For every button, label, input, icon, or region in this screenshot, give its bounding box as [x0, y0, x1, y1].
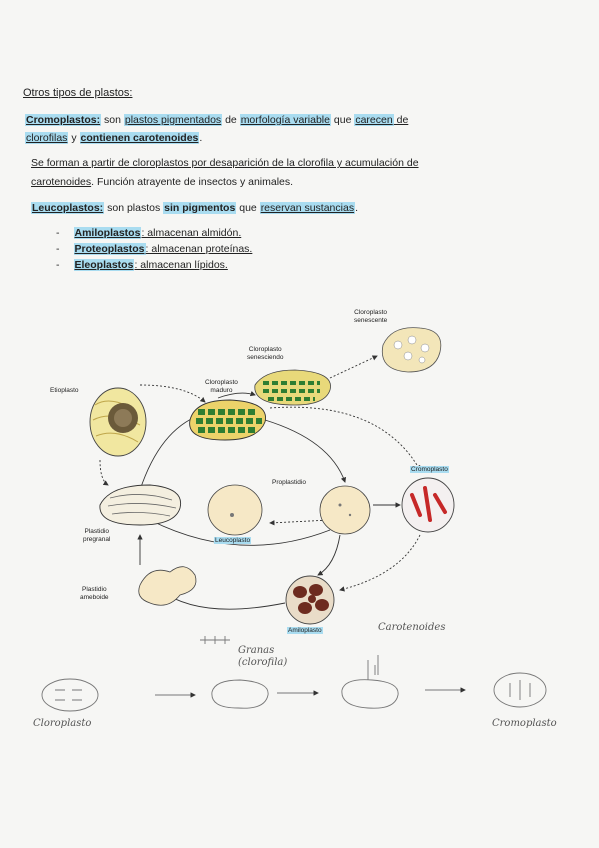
arrow-maduro-cromoplasto	[269, 406, 421, 471]
label-line: ameboide	[80, 594, 109, 601]
amyloplast-icon	[285, 575, 335, 625]
label-line: Cloroplasto	[205, 379, 238, 386]
label-line: Cloroplasto	[354, 309, 388, 316]
text-fragment: carecen	[354, 114, 394, 126]
bullet-dash: -	[56, 243, 60, 255]
label-senesciendo: Cloroplasto senesciendo	[247, 346, 284, 362]
label-text: Amiloplasto	[287, 627, 323, 634]
arrow-etioplasto-pregranal	[99, 459, 109, 486]
section-title: Otros tipos de plastos:	[23, 87, 133, 99]
bullet-text: : almacenan proteínas.	[145, 243, 253, 255]
hw-cloroplasto: Cloroplasto	[33, 718, 92, 729]
bullet-dash: -	[56, 227, 60, 239]
label-cromoplasto: Cromoplasto	[410, 466, 449, 474]
arrow-maduro-proplastidio	[264, 419, 347, 483]
senescing-chloroplast-icon	[254, 369, 331, 406]
label-proplastidio: Proplastidio	[272, 479, 306, 486]
hand-sketches	[41, 636, 547, 712]
label-etioplasto: Etioplasto	[50, 387, 79, 394]
etioplast-icon	[89, 387, 147, 457]
text-fragment: carotenoides	[31, 176, 92, 188]
list-item: - Eleoplastos: almacenan lípidos.	[56, 257, 252, 273]
arrow-senesciendo-senescente	[329, 355, 378, 379]
text-fragment: . Función atrayente de insectos y animal…	[91, 176, 294, 188]
text-fragment: .	[355, 202, 358, 214]
forman-line-2: carotenoides. Función atrayente de insec…	[31, 175, 293, 189]
text-fragment: contienen carotenoides	[79, 132, 200, 144]
text-fragment: plastos pigmentados	[123, 114, 223, 126]
label-line: senescente	[354, 317, 388, 324]
arrow-proplastidio-leucoplasto	[269, 519, 331, 526]
text-fragment: sin pigmentos	[163, 202, 237, 214]
leucoplastos-line: Leucoplastos: son plastos sin pigmentos …	[31, 201, 358, 215]
label-line: senesciendo	[247, 354, 284, 361]
mature-chloroplast-icon	[189, 399, 266, 441]
label-senescente: Cloroplasto senescente	[354, 309, 387, 325]
leucoplast-icon	[207, 484, 263, 536]
label-leucoplasto: Leucoplasto	[214, 537, 252, 545]
text-fragment: morfología variable	[239, 114, 331, 126]
label-pregranal: Plastidio pregranal	[83, 528, 110, 544]
proplastid-icon	[319, 485, 371, 535]
text-fragment: de	[222, 114, 240, 126]
label-amiloplasto: Amiloplasto	[287, 627, 323, 635]
label-line: Plastidio	[81, 586, 107, 593]
label-line: maduro	[210, 387, 233, 394]
arrow-maduro-senesciendo	[217, 391, 256, 399]
senescent-chloroplast-icon	[381, 327, 442, 373]
bullet-term: Proteoplastos	[73, 243, 146, 255]
sketch-cloroplasto	[41, 678, 99, 712]
hw-carotenoides: Carotenoides	[378, 622, 446, 633]
cromoplastos-line-2: clorofilas y contienen carotenoides.	[25, 131, 202, 145]
label-ameboide: Plastidio ameboide	[80, 586, 109, 602]
ameboid-plastid-icon	[138, 566, 197, 606]
label-line: Cloroplasto	[248, 346, 282, 353]
text-fragment: reservan sustancias	[259, 202, 356, 214]
arrow-etioplasto-maduro	[139, 384, 206, 403]
text-fragment: que	[236, 202, 260, 214]
bullet-text: : almacenan lípidos.	[134, 259, 228, 271]
bullet-text: : almacenan almidón.	[141, 227, 242, 239]
label-maduro: Cloroplasto maduro	[205, 379, 238, 395]
bullet-dash: -	[56, 259, 60, 271]
cromoplastos-line-1: Cromoplastos: son plastos pigmentados de…	[25, 113, 408, 127]
text-fragment: clorofilas	[25, 132, 69, 144]
arrow-cromoplasto-amiloplasto	[339, 534, 421, 592]
bullet-list: - Amiloplastos: almacenan almidón. - Pro…	[56, 225, 252, 273]
label-line: pregranal	[83, 536, 111, 543]
pregranal-plastid-icon	[99, 484, 182, 526]
sketch-cell-1	[211, 679, 269, 709]
chromoplast-icon	[401, 477, 455, 533]
label-text: Cromoplasto	[410, 466, 449, 473]
hw-clorofila: (clorofila)	[238, 657, 288, 668]
sketch-cell-2	[341, 679, 399, 709]
arrow-proplastidio-pregranal	[149, 519, 331, 546]
text-fragment: de	[393, 114, 409, 126]
sketch-cromoplasto	[493, 672, 547, 708]
hw-cromoplasto: Cromoplasto	[492, 718, 557, 729]
text-fragment: son	[101, 114, 124, 126]
text-fragment: y	[68, 132, 80, 144]
forman-line-1: Se forman a partir de cloroplastos por d…	[31, 157, 419, 169]
list-item: - Amiloplastos: almacenan almidón.	[56, 225, 252, 241]
text-fragment: son plastos	[104, 202, 164, 214]
bullet-term: Eleoplastos	[73, 259, 135, 271]
label-text: Leucoplasto	[214, 537, 252, 544]
label-line: Plastidio	[84, 528, 110, 535]
leucoplastos-term: Leucoplastos:	[31, 202, 105, 214]
hw-granas: Granas	[238, 645, 275, 656]
cromoplastos-term: Cromoplastos:	[25, 114, 102, 126]
arrow-proplastidio-amiloplasto	[317, 534, 341, 576]
bullet-term: Amiloplastos	[73, 227, 142, 239]
text-fragment: .	[199, 132, 203, 144]
list-item: - Proteoplastos: almacenan proteínas.	[56, 241, 252, 257]
text-fragment: que	[330, 114, 355, 126]
